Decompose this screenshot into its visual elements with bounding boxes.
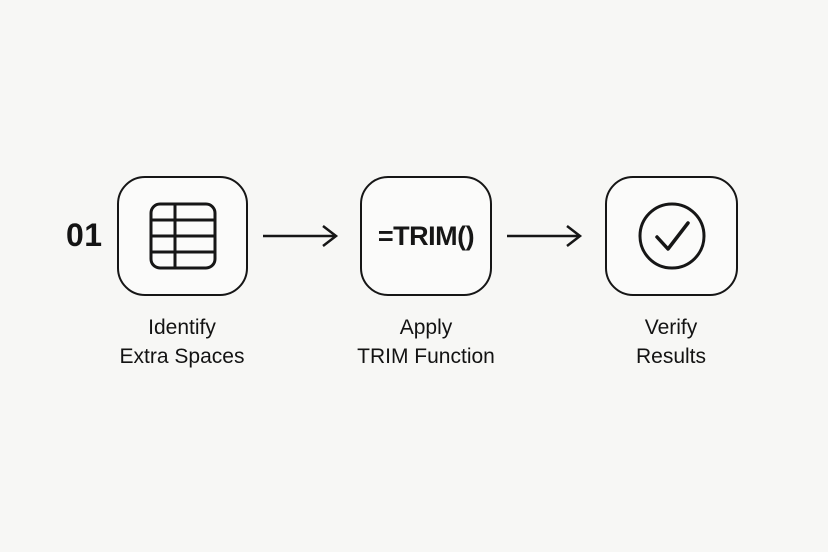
step-box-verify [605,176,738,296]
caption-line: TRIM Function [357,344,495,368]
step-box-apply-trim: =TRIM() [360,176,492,296]
caption-line: Identify [148,316,216,339]
caption-line: Verify [644,316,698,339]
trim-formula-text: =TRIM() [377,220,475,251]
check-circle-icon [636,200,708,272]
step-number: 01 [66,217,103,253]
right-arrow-icon [506,224,584,248]
caption-line: Results [635,344,707,368]
right-arrow-icon [262,224,340,248]
caption-identify-extra-spaces: Identify Extra Spaces [72,314,292,371]
table-grid-icon [149,202,217,270]
caption-verify-results: Verify Results [561,314,781,371]
step-box-identify [117,176,248,296]
caption-line: Apply [399,316,453,339]
caption-line: Extra Spaces [119,344,245,368]
caption-apply-trim-function: Apply TRIM Function [316,314,536,371]
